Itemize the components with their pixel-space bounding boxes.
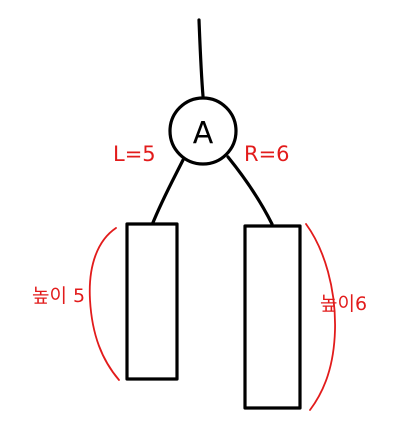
right-height-bracket xyxy=(305,223,336,411)
left-subtree-box xyxy=(125,222,179,381)
left-child-edge xyxy=(150,158,185,227)
right-height-label: 높이6 xyxy=(320,293,367,315)
left-height-label: 높이 5 xyxy=(32,285,85,307)
parent-edge xyxy=(197,18,205,98)
right-height-annotation: R=6 xyxy=(244,142,290,166)
left-height-annotation: L=5 xyxy=(113,142,156,166)
node-circle xyxy=(168,96,238,166)
left-height-bracket xyxy=(88,227,120,381)
node-label: A xyxy=(193,116,214,151)
right-child-edge xyxy=(226,155,274,226)
right-subtree-box xyxy=(243,224,302,410)
